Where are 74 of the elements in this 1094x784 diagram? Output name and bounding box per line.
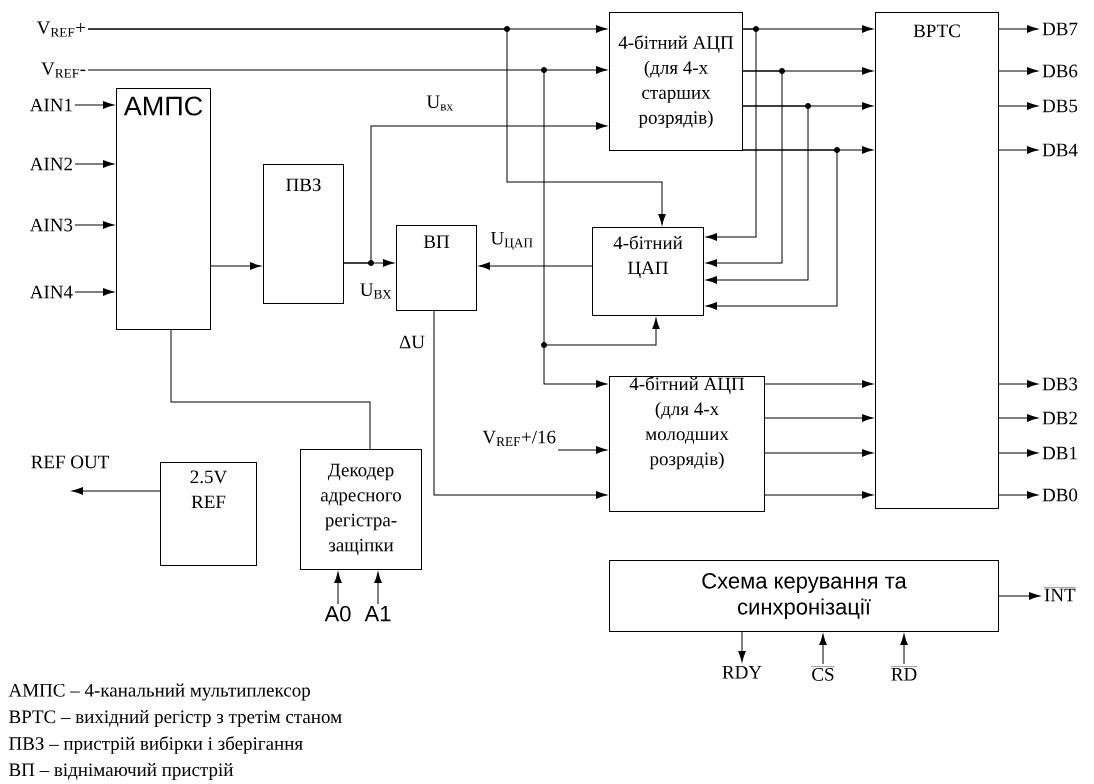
arrow <box>998 146 1039 154</box>
signal-label: INT <box>1043 587 1076 602</box>
arrow <box>900 634 908 665</box>
signal-label: V$_{REF}$+/16 <box>482 430 556 446</box>
signal-label: DB1 <box>1042 446 1077 460</box>
block-box: 4-бітний АЦП (для 4-х молодших розрядів) <box>609 376 765 512</box>
signal-label: DB7 <box>1042 22 1078 36</box>
edge-label: U$_{ВХ}$ <box>358 282 394 300</box>
arrow <box>706 105 809 284</box>
block-box: 4-бітний ЦАП <box>592 227 704 316</box>
signal-label: A1 <box>364 606 391 622</box>
signal-label: RD <box>890 666 918 681</box>
arrow <box>764 380 873 388</box>
signal-label: AIN1 <box>29 98 72 112</box>
signal-label: DB3 <box>1042 377 1078 391</box>
abbreviation-note: ПВЗ – пристрій вибірки і зберігання <box>9 736 303 754</box>
signal-label: DB4 <box>1042 143 1078 157</box>
block-box: Декодер адресного регістра-защіпки <box>300 449 422 570</box>
arrow <box>764 491 873 499</box>
signal-label: A0 <box>324 606 351 622</box>
signal-label: REF OUT <box>31 455 109 469</box>
edge-label: ΔU <box>398 334 426 350</box>
arrow <box>998 67 1039 75</box>
block-box: ПВЗ <box>263 164 344 304</box>
signal-label: DB5 <box>1042 99 1078 113</box>
arrow <box>764 414 873 422</box>
signal-label: RDY <box>722 666 762 679</box>
arrow <box>343 122 607 264</box>
arrow <box>74 221 114 229</box>
block-box: Схема керування та синхронізації <box>609 560 999 632</box>
arrow <box>72 487 161 495</box>
arrow <box>706 149 838 310</box>
edge-label: U$_{вх}$ <box>425 94 455 112</box>
arrow <box>998 414 1039 422</box>
arrow <box>706 70 783 267</box>
block-box: 4-бітний АЦП (для 4-х старших розрядів) <box>609 12 743 151</box>
arrow <box>998 491 1039 499</box>
arrow <box>74 101 114 109</box>
arrow <box>74 160 114 168</box>
arrow <box>998 25 1039 33</box>
signal-label: V$_{REF}$- <box>41 62 86 78</box>
signal-label: CS <box>811 666 835 681</box>
abbreviation-note: АМПС – 4-канальний мультиплексор <box>8 683 310 701</box>
arrow <box>764 449 873 457</box>
signal-label: AIN2 <box>29 157 72 171</box>
edge-label: U$_{ЦАП}$ <box>489 230 535 252</box>
abbreviation-note: ВРТС – вихідний регістр з третім станом <box>9 710 342 728</box>
arrow <box>706 28 757 241</box>
abbreviation-note: ВП – віднімаючий пристрій <box>9 763 233 781</box>
arrow <box>998 592 1041 600</box>
arrow <box>998 380 1039 388</box>
arrow <box>738 631 746 662</box>
connector-line <box>170 329 371 450</box>
arrow <box>557 446 607 454</box>
signal-label: AIN3 <box>29 218 73 232</box>
signal-label: DB6 <box>1042 64 1078 78</box>
arrow <box>210 262 261 270</box>
arrow <box>479 262 593 270</box>
block-box: ВП <box>396 225 477 311</box>
arrow <box>998 102 1039 110</box>
arrow <box>374 572 382 605</box>
signal-label: V$_{REF}$+ <box>36 21 86 37</box>
arrow <box>998 449 1039 457</box>
arrow <box>819 634 827 665</box>
arrow <box>87 28 666 225</box>
block-box: ВРТС <box>875 12 999 509</box>
arrow <box>334 572 342 605</box>
signal-label: AIN4 <box>29 285 73 299</box>
arrow <box>74 288 114 296</box>
arrow <box>433 310 607 499</box>
block-box: 2.5V REF <box>160 462 257 566</box>
signal-label: DB0 <box>1042 488 1078 502</box>
signal-label: DB2 <box>1042 411 1077 425</box>
block-box: АМПС <box>116 88 211 330</box>
